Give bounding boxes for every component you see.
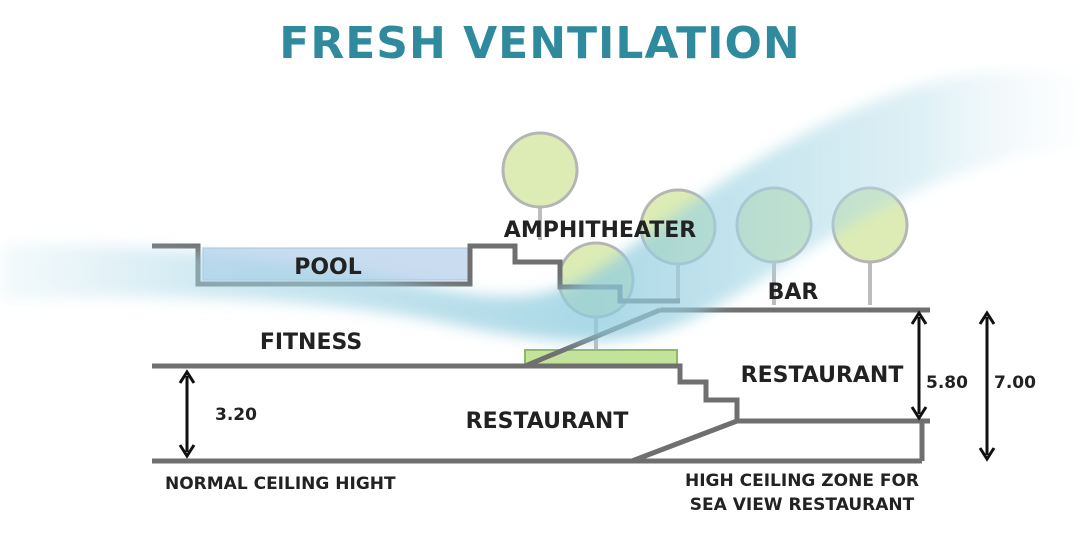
label-fitness: FITNESS (260, 330, 362, 355)
caption-high-ceiling-line2: SEA VIEW RESTAURANT (690, 495, 915, 515)
label-amphitheater: AMPHITHEATER (504, 218, 696, 243)
label-bar: BAR (768, 280, 819, 305)
dimension-3-20: 3.20 (178, 369, 257, 459)
dim-label-3-20: 3.20 (215, 405, 257, 425)
caption-normal-ceiling: NORMAL CEILING HIGHT (165, 474, 396, 494)
dim-label-5-80: 5.80 (926, 373, 968, 393)
dim-label-7-00: 7.00 (994, 373, 1036, 393)
label-restaurant-lower: RESTAURANT (466, 409, 629, 434)
label-restaurant-upper: RESTAURANT (741, 363, 904, 388)
tree-canopy-amphitheater (501, 131, 579, 209)
label-pool: POOL (294, 255, 362, 280)
dimension-7-00: 7.00 (978, 310, 1036, 462)
diagram-title: FRESH VENTILATION (279, 18, 800, 69)
caption-high-ceiling-line1: HIGH CEILING ZONE FOR (685, 471, 919, 491)
airflow-band (0, 71, 1080, 341)
dimension-5-80: 5.80 (910, 310, 968, 421)
